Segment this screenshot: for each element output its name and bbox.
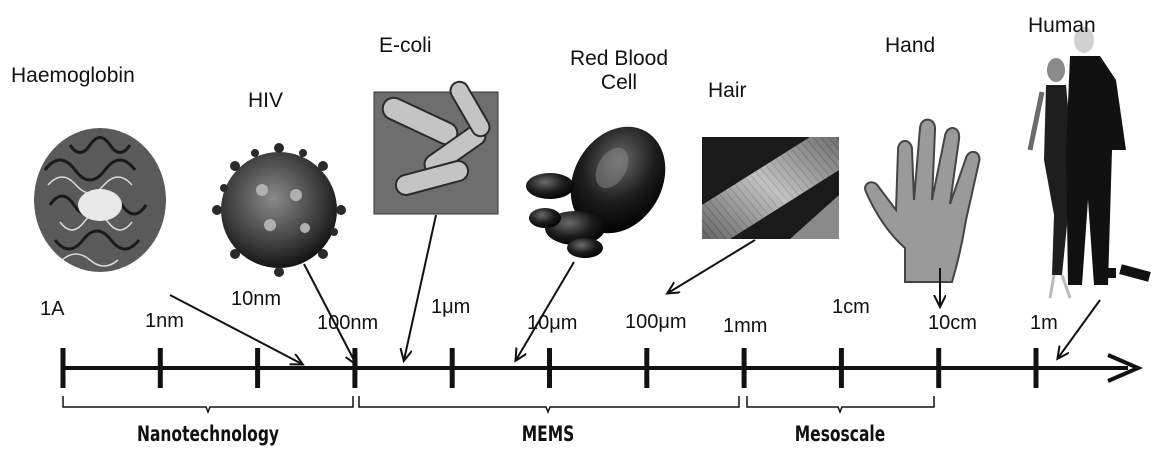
red-blood-cell-label-line2: Cell <box>570 71 668 95</box>
haemoglobin-image <box>34 128 166 272</box>
scale-label-10cm: 10cm <box>928 312 977 335</box>
red-blood-cell-arrow <box>516 262 574 360</box>
hand-label: Hand <box>885 34 935 58</box>
region-label-mems: MEMS <box>522 422 575 446</box>
scale-label-1cm: 1cm <box>832 296 870 319</box>
mesoscale-brace <box>747 396 934 412</box>
hiv-image <box>212 143 346 277</box>
nanotechnology-brace <box>63 396 353 412</box>
human-image <box>1030 27 1151 298</box>
red-blood-cell-label: Red Blood Cell <box>570 47 668 95</box>
region-label-mesoscale: Mesoscale <box>795 422 885 446</box>
ecoli-image <box>374 79 498 214</box>
ecoli-arrow <box>404 215 436 360</box>
scale-label-10nm: 10nm <box>231 288 281 311</box>
scale-label-1nm: 1nm <box>145 310 184 333</box>
scale-label-100nm: 100nm <box>317 312 378 335</box>
hair-label: Hair <box>708 79 747 103</box>
ecoli-label: E-coli <box>379 34 432 58</box>
region-label-nanotechnology: Nanotechnology <box>137 422 279 446</box>
scale-label-1mm: 1mm <box>723 315 767 338</box>
mems-brace <box>359 396 739 412</box>
scale-label-1um: 1μm <box>431 296 470 319</box>
scale-label-100um: 100μm <box>625 311 687 334</box>
hiv-label: HIV <box>248 89 283 113</box>
hand-image <box>865 120 979 282</box>
human-arrow <box>1058 300 1100 358</box>
haemoglobin-label: Haemoglobin <box>11 64 135 88</box>
scale-label-10um: 10μm <box>527 312 577 335</box>
human-label: Human <box>1028 14 1096 38</box>
red-blood-cell-label-line1: Red Blood <box>570 47 668 71</box>
hair-arrow <box>668 240 755 293</box>
hair-image <box>702 137 839 239</box>
red-blood-cell-image <box>526 110 684 258</box>
scale-label-1m: 1m <box>1030 312 1058 335</box>
scale-label-1a: 1A <box>40 298 64 321</box>
